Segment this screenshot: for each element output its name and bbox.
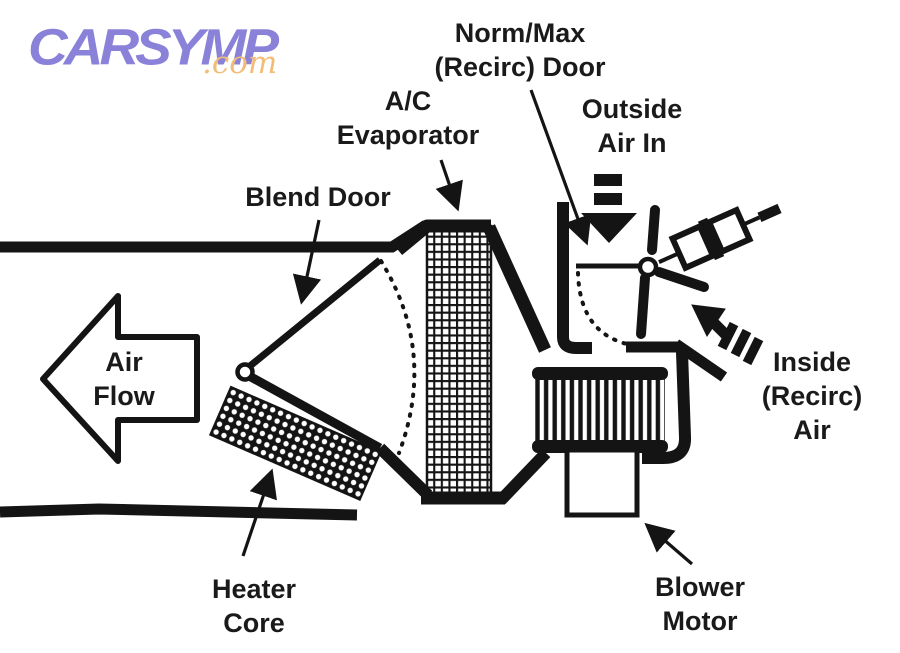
- inside-air-arrow-stem: [710, 319, 730, 339]
- label-air-flow: Air Flow: [93, 345, 155, 413]
- label-line: (Recirc) Door: [434, 52, 606, 82]
- outside-air-arrow-bar: [594, 174, 622, 186]
- recirc-door-swing-arc: [576, 271, 639, 348]
- label-line: Outside: [581, 94, 683, 124]
- blower-right-wall: [642, 351, 691, 464]
- blend-door-swing-arc: [379, 259, 417, 455]
- label-line: Inside: [772, 347, 852, 377]
- label-inside-air: Inside (Recirc) Air: [762, 345, 863, 447]
- duct-bottom-wall: [0, 503, 358, 521]
- door-actuator: [658, 203, 782, 272]
- actuator-rod-outer: [742, 215, 761, 227]
- label-line: Motor: [662, 606, 738, 636]
- evaporator-top-cap: [393, 219, 491, 256]
- label-line: Evaporator: [336, 120, 480, 150]
- blower-top-diagonal: [672, 339, 728, 382]
- label-line: Heater: [211, 574, 297, 604]
- outside-air-arrow: [581, 174, 637, 243]
- housing-right-diagonal: [483, 224, 551, 353]
- recirc-blade-down: [636, 273, 650, 339]
- air-flow-arrow: [40, 293, 200, 464]
- blower-wheel-top-band: [532, 367, 668, 380]
- heater-core-grid: [208, 385, 382, 501]
- recirc-blade-right: [654, 267, 709, 292]
- logo-suffix-text: .com: [202, 45, 278, 81]
- label-line: Core: [223, 608, 285, 638]
- inside-air-arrow-stripe: [742, 336, 764, 366]
- duct-top-wall: [0, 220, 429, 253]
- label-line: Air: [105, 347, 143, 377]
- leader-heater-core: [241, 468, 277, 557]
- recirc-blade-up: [647, 205, 660, 255]
- heater-core: [208, 385, 382, 501]
- recirc-divider-wall: [557, 202, 592, 354]
- recirc-door-pivot: [637, 256, 659, 278]
- leader-blend-door: [292, 219, 322, 305]
- outside-air-arrow-head: [581, 213, 637, 243]
- blower-wheel-fins: [535, 378, 665, 442]
- blend-door-closed-position: [248, 373, 383, 452]
- label-heater-core: Heater Core: [212, 572, 296, 640]
- blower-motor-box: [564, 447, 640, 518]
- label-norm-max-door: Norm/Max (Recirc) Door: [434, 16, 605, 84]
- leader-arrows: [241, 89, 694, 566]
- leader-norm-max-door: [529, 89, 592, 246]
- blower: [532, 367, 668, 518]
- outside-air-arrow-bar: [594, 193, 622, 205]
- recirc-door-blades: [636, 205, 709, 339]
- leader-blower-motor: [644, 522, 694, 566]
- leader-evaporator: [435, 159, 463, 212]
- inside-air-arrow: [691, 304, 764, 366]
- housing-bottom-left-diagonal: [375, 443, 433, 500]
- inside-air-arrow-stripe: [717, 321, 739, 351]
- label-outside-air: Outside Air In: [582, 92, 683, 160]
- recirc-door-assembly: [576, 203, 782, 348]
- air-flow-arrow-outline: [40, 293, 200, 464]
- logo-brand-text: CARSYMP: [28, 18, 279, 76]
- label-line: (Recirc): [761, 381, 863, 411]
- blend-door-pivot: [235, 362, 255, 382]
- actuator-rod-end: [757, 203, 782, 222]
- label-line: Blend Door: [245, 182, 391, 212]
- evaporator-grid: [425, 224, 493, 500]
- label-line: A/C: [384, 86, 432, 116]
- label-line: Blower: [654, 572, 746, 602]
- housing-bottom-right-diagonal: [496, 448, 551, 505]
- blend-door-open-position: [247, 257, 383, 369]
- label-line: Air: [793, 415, 831, 445]
- label-ac-evaporator: A/C Evaporator: [337, 84, 480, 152]
- evaporator: [393, 219, 551, 500]
- blend-door: [235, 257, 417, 455]
- label-line: Flow: [93, 381, 155, 411]
- label-line: Air In: [597, 128, 667, 158]
- actuator-band: [697, 217, 725, 261]
- label-line: Norm/Max: [454, 18, 586, 48]
- label-blower-motor: Blower Motor: [655, 570, 745, 638]
- label-blend-door: Blend Door: [245, 180, 391, 214]
- inside-air-arrow-stripe: [730, 328, 752, 358]
